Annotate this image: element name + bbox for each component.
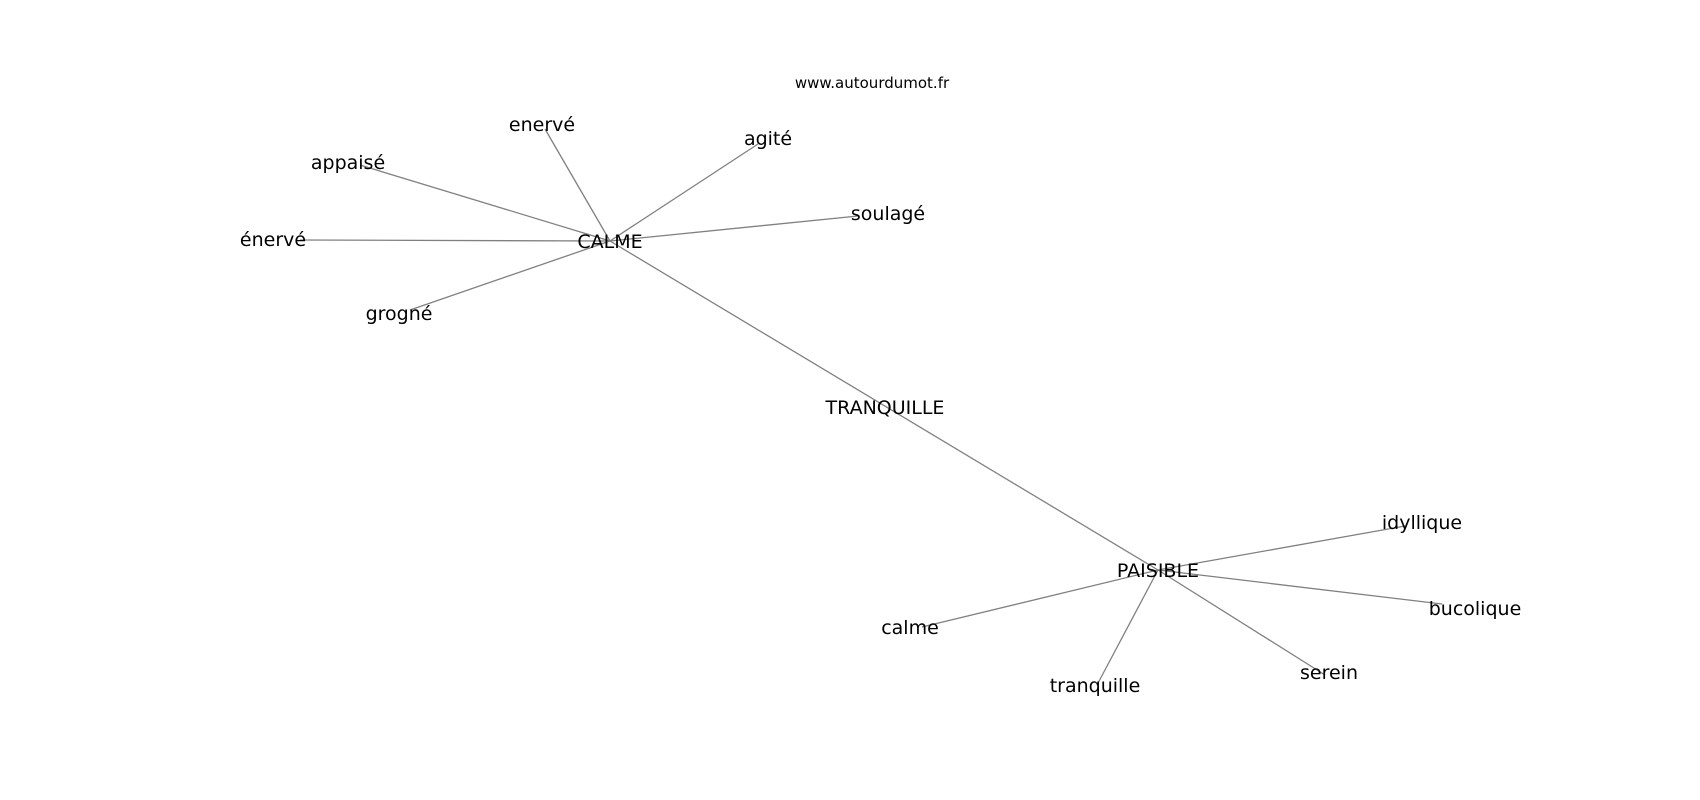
node-label-serein: serein (1300, 662, 1358, 684)
node-label-calme-leaf: calme (881, 617, 939, 639)
node-label-grogne: grogné (366, 303, 433, 325)
node-label-calme-hub: CALME (577, 231, 642, 253)
edge-calme_hub-grogne (409, 240, 611, 311)
edge-calme_hub-enerve1 (544, 128, 611, 242)
node-label-idyllique: idyllique (1382, 512, 1462, 534)
edge-paisible_hub-calme_leaf (921, 569, 1159, 628)
edge-calme_hub-agite (609, 143, 759, 242)
edge-calme_hub-paisible_hub (609, 240, 1159, 571)
edge-calme_hub-enerve2 (299, 239, 611, 242)
node-label-tranquille-leaf: tranquille (1050, 675, 1141, 697)
node-label-appaise: appaisé (311, 152, 385, 174)
node-label-bucolique: bucolique (1429, 598, 1522, 620)
graph-edges (299, 128, 1443, 686)
watermark-text: www.autourdumot.fr (795, 74, 950, 92)
edge-paisible_hub-bucolique (1157, 569, 1443, 605)
node-label-agite: agité (744, 128, 792, 150)
edge-calme_hub-soulage (609, 215, 859, 242)
edge-paisible_hub-serein (1157, 569, 1326, 676)
node-label-tranquille-hub: TRANQUILLE (825, 397, 945, 419)
graph-labels: TRANQUILLE CALME PAISIBLE enervé agité appais… (240, 114, 1521, 697)
node-label-enerve1: enervé (509, 114, 575, 136)
node-label-enerve2: énervé (240, 229, 306, 251)
node-label-paisible-hub: PAISIBLE (1117, 560, 1199, 582)
edge-calme_hub-appaise (359, 164, 611, 242)
edge-paisible_hub-tranquille_leaf (1096, 569, 1159, 686)
node-label-soulage: soulagé (851, 203, 925, 225)
edge-paisible_hub-idyllique (1157, 525, 1406, 571)
